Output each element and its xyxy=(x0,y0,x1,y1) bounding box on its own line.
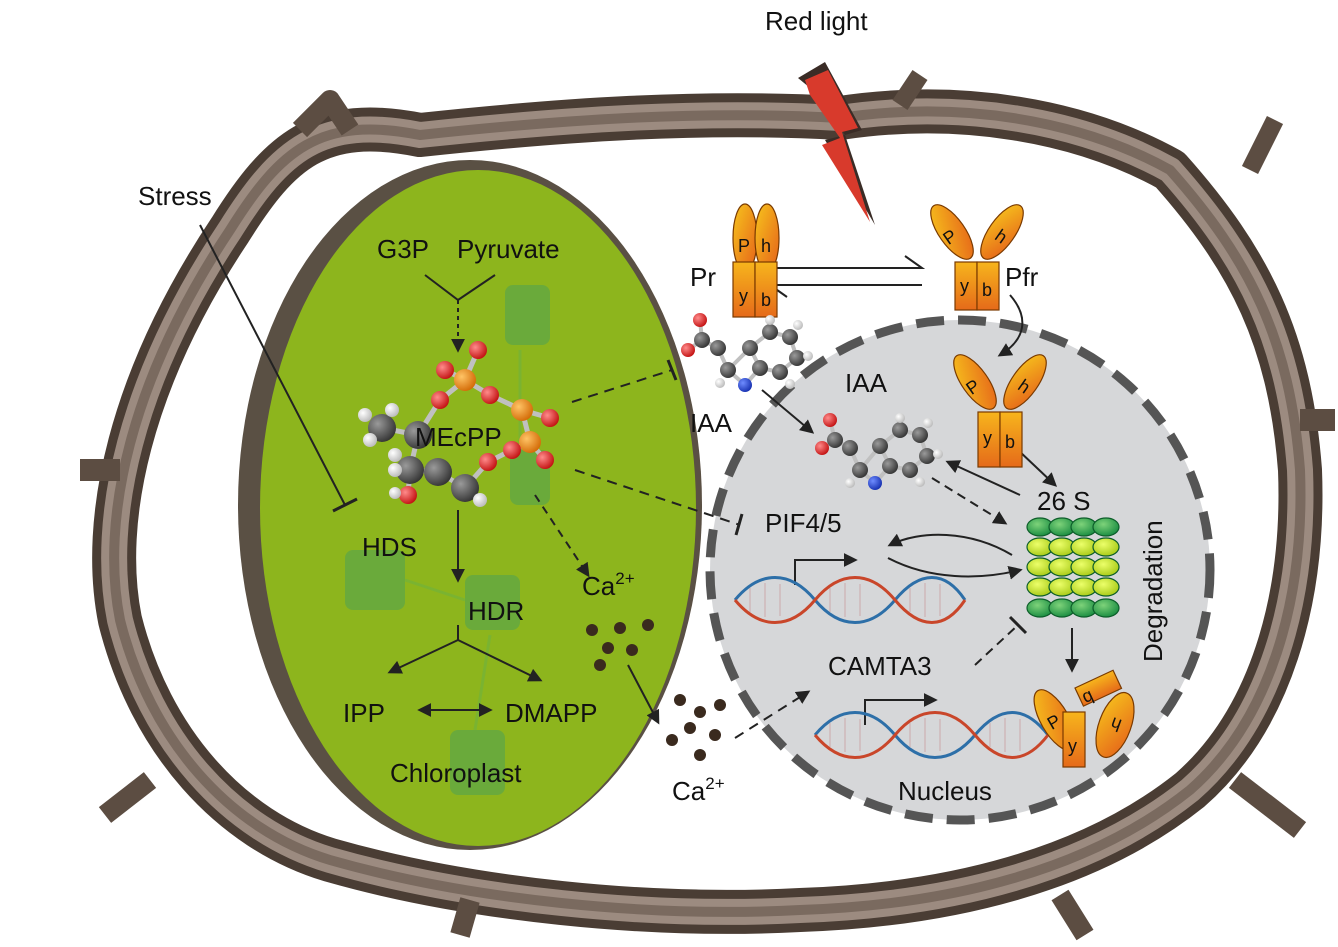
pr-label: Pr xyxy=(690,262,716,292)
iaa-label-cytosol: IAA xyxy=(690,408,733,438)
hdr-label: HDR xyxy=(468,596,524,626)
calcium-label-cytosol: Ca2+ xyxy=(672,774,725,806)
pfr-domain-b: b xyxy=(982,280,992,300)
iaa-label-nuclear: IAA xyxy=(845,368,888,398)
phytochrome-pr: P h y b xyxy=(732,203,780,318)
phytochrome-degraded: b P y h xyxy=(1033,669,1135,768)
pr-domain-p: P xyxy=(738,236,750,256)
proteasome-ring-inner-3 xyxy=(1026,577,1120,597)
cell-wall xyxy=(80,70,1335,941)
stress-label: Stress xyxy=(138,181,212,211)
proteasome-ring-top xyxy=(1026,517,1120,537)
nucleus xyxy=(705,315,1215,825)
pr-domain-b: b xyxy=(761,290,771,310)
pfr-label: Pfr xyxy=(1005,262,1039,292)
pr-domain-y: y xyxy=(739,286,748,306)
proteasome-ring-inner-1 xyxy=(1026,537,1120,557)
mecpp-molecule xyxy=(358,341,559,507)
calcium-ions-cytosol xyxy=(666,694,726,761)
nuclear-pfr-domain-y: y xyxy=(983,428,992,448)
degraded-domain-y: y xyxy=(1068,736,1077,756)
mecpp-label: MEcPP xyxy=(415,422,502,452)
red-light-label: Red light xyxy=(765,6,868,36)
phytochrome-pfr: P h y b xyxy=(930,204,1024,311)
ipp-label: IPP xyxy=(343,698,385,728)
pyruvate-label: Pyruvate xyxy=(457,234,560,264)
phytochrome-pfr-nuclear: P h y b xyxy=(953,354,1047,468)
proteasome-label: 26 S xyxy=(1037,486,1091,516)
hds-label: HDS xyxy=(362,532,417,562)
proteasome-ring-bottom xyxy=(1026,598,1120,618)
calcium-ions-chloroplast xyxy=(586,619,654,671)
dna-pif-gene xyxy=(733,576,967,624)
pfr-domain-y: y xyxy=(960,276,969,296)
camta3-label: CAMTA3 xyxy=(828,651,932,681)
red-light-bolt xyxy=(798,62,875,225)
pr-domain-h: h xyxy=(761,236,771,256)
iaa-molecule-cytosol xyxy=(681,313,813,392)
thylakoid-stacks xyxy=(345,285,550,795)
proteasome-26s xyxy=(1026,517,1120,618)
iaa-molecule-nuclear xyxy=(815,413,943,490)
nuclear-pfr-domain-b: b xyxy=(1005,432,1015,452)
nucleus-label: Nucleus xyxy=(898,776,992,806)
g3p-label: G3P xyxy=(377,234,429,264)
pif-label: PIF4/5 xyxy=(765,508,842,538)
calcium-label-chloroplast: Ca2+ xyxy=(582,569,635,601)
stress-inhibit-hds-line xyxy=(199,224,346,506)
dmapp-label: DMAPP xyxy=(505,698,597,728)
chloroplast-label: Chloroplast xyxy=(390,758,522,788)
chloroplast xyxy=(238,160,702,850)
proteasome-ring-inner-2 xyxy=(1026,557,1120,577)
degradation-label: Degradation xyxy=(1138,520,1168,662)
dna-camta3-gene xyxy=(813,711,1050,759)
